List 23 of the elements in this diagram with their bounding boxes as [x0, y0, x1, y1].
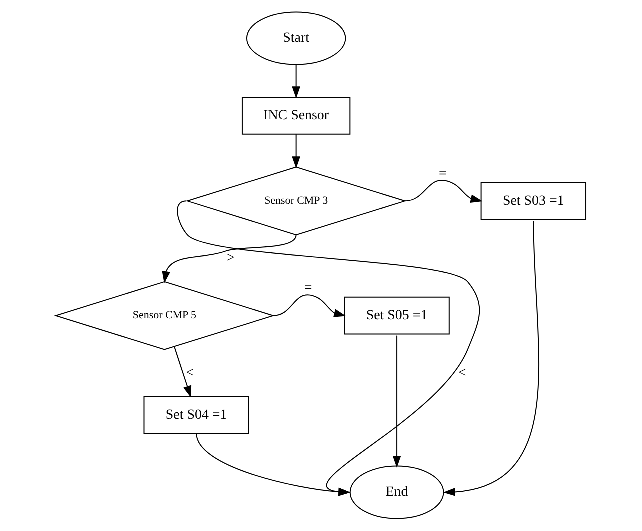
node-box: INC Sensor	[242, 96, 351, 135]
arrow	[443, 220, 540, 496]
node-box: Set S05 =1	[344, 296, 450, 335]
node-diamond: Sensor CMP 5	[54, 281, 276, 350]
edge-label: <	[186, 366, 194, 381]
edge-label: =	[304, 281, 312, 296]
node-box: Set S03 =1	[480, 182, 586, 220]
arrow	[292, 134, 301, 169]
node-ellipse: End	[350, 466, 444, 520]
arrow	[174, 346, 192, 398]
edge-label: <	[458, 366, 466, 381]
arrow	[392, 335, 402, 468]
node-diamond: Sensor CMP 3	[186, 166, 407, 236]
edge-label: =	[438, 166, 447, 182]
node-ellipse: Start	[246, 12, 346, 66]
node-box: Set S04 =1	[144, 396, 250, 434]
arrow	[196, 433, 351, 496]
arrow	[292, 64, 301, 99]
arrow	[177, 200, 480, 496]
arrow	[272, 294, 346, 318]
arrow	[162, 234, 297, 284]
edge-label: >	[227, 251, 235, 266]
arrow	[404, 180, 483, 203]
